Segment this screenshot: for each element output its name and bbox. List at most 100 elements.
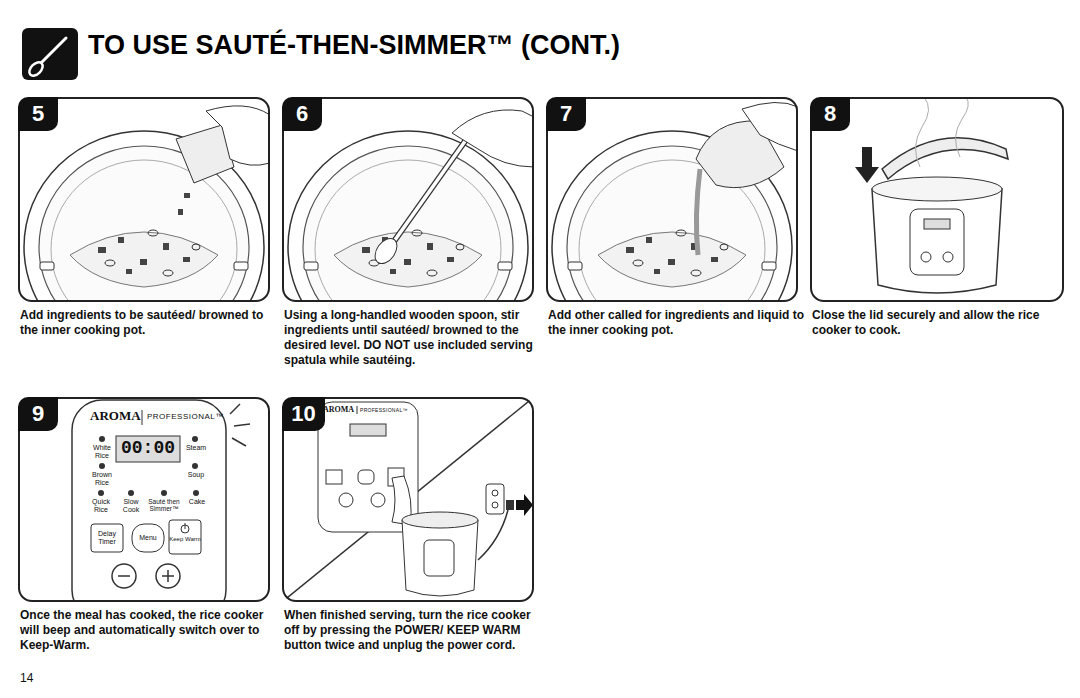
step-caption: When finished serving, turn the rice coo… [284, 608, 540, 653]
unplug-illustration [326, 470, 342, 484]
button-label: Soup [181, 471, 211, 479]
step-icon [27, 60, 45, 78]
pot-illustration [288, 110, 534, 302]
step-panel: Add other called for ingredients and liq… [546, 97, 798, 302]
unplug-illustration [402, 520, 478, 596]
unplug-illustration [282, 397, 534, 602]
button-label: Delay Timer [91, 530, 123, 545]
unplug-illustration [339, 493, 353, 507]
cooker-illustration [910, 209, 964, 275]
unplug-illustration [350, 424, 386, 436]
step-number-badge: 9 [18, 397, 58, 431]
control-panel-illustration [193, 490, 199, 496]
step-number: 9 [32, 401, 44, 427]
unplug-illustration [424, 540, 454, 576]
control-panel-illustration [192, 463, 198, 469]
pot-illustration [552, 102, 798, 302]
button-label: Sauté then Simmer™ [145, 498, 183, 512]
pot-illustration [390, 137, 468, 247]
control-panel-illustration [230, 404, 240, 414]
control-panel-illustration [234, 424, 250, 426]
step-panel: Once the meal has cooked, the rice cooke… [18, 397, 270, 602]
step-panel: Using a long-handled wooden spoon, stir … [282, 97, 534, 302]
control-panel-illustration [99, 436, 105, 442]
cooker-illustration [872, 177, 1002, 201]
control-panel-illustration [142, 410, 143, 425]
step-number: 6 [296, 101, 308, 127]
step-number: 5 [32, 101, 44, 127]
button-label: Steam [181, 444, 211, 452]
unplug-illustration [402, 512, 478, 528]
step-panel: Add ingredients to be sautéed/ browned t… [18, 97, 270, 302]
page-number: 14 [20, 672, 33, 685]
pot-illustration [24, 106, 270, 302]
pot-illustration [371, 234, 402, 267]
page-title: TO USE SAUTÉ-THEN-SIMMER™ (CONT.) [88, 30, 620, 61]
step-icon [40, 38, 66, 64]
pot-illustration [390, 137, 468, 247]
step-panel: When finished serving, turn the rice coo… [282, 397, 534, 602]
button-label: Cake [184, 498, 210, 506]
unplug-illustration [516, 494, 533, 516]
step-number: 7 [560, 101, 572, 127]
control-panel-illustration [185, 523, 186, 529]
step-number-badge: 5 [18, 97, 58, 131]
step-icon [22, 28, 78, 80]
control-panel-illustration [167, 570, 169, 582]
control-panel-illustration [132, 524, 164, 552]
step-caption: Close the lid securely and allow the ric… [812, 308, 1070, 338]
step-panel: Close the lid securely and allow the ric… [810, 97, 1064, 302]
unplug-illustration [358, 470, 374, 484]
cooker-illustration [855, 97, 1008, 293]
pot-illustration [742, 102, 798, 151]
control-panel-illustration [99, 463, 105, 469]
cooker-illustration [855, 147, 879, 183]
step-caption: Add other called for ingredients and liq… [548, 308, 804, 338]
step-number-badge: 7 [546, 97, 586, 131]
cooker-illustration [924, 219, 950, 229]
unplug-illustration [478, 510, 508, 560]
control-panel-illustration [98, 490, 104, 496]
control-panel-illustration [112, 564, 136, 588]
control-panel-illustration [118, 575, 130, 577]
button-label: Brown Rice [88, 471, 116, 486]
cooker-illustration [882, 138, 1008, 179]
unplug-illustration [506, 500, 514, 510]
step-caption: Add ingredients to be sautéed/ browned t… [20, 308, 276, 338]
cooker-illustration [955, 97, 968, 157]
cooker-illustration [921, 252, 931, 262]
step-caption: Once the meal has cooked, the rice cooke… [20, 608, 276, 653]
step-number: 8 [824, 101, 836, 127]
step-number: 10 [291, 401, 315, 427]
step-number-badge: 10 [282, 397, 325, 431]
unplug-illustration [318, 402, 418, 532]
unplug-illustration [357, 406, 358, 414]
cooker-illustration [872, 189, 1002, 293]
pot-illustration [178, 209, 183, 215]
brand-logo: AROMA [323, 406, 354, 415]
cooker-illustration [915, 97, 928, 167]
pot-illustration [452, 110, 534, 167]
step-caption: Using a long-handled wooden spoon, stir … [284, 308, 540, 368]
control-panel-illustration [116, 436, 180, 462]
unplug-illustration [492, 502, 498, 508]
control-panel-illustration [169, 520, 201, 554]
display-readout: 00:00 [116, 439, 180, 459]
control-panel-illustration [72, 400, 250, 602]
step-number-badge: 8 [810, 97, 850, 131]
unplug-illustration [371, 493, 385, 507]
control-panel-illustration [128, 490, 134, 496]
button-label: White Rice [88, 444, 116, 459]
brand-logo: AROMA [90, 409, 141, 423]
control-panel-illustration [161, 490, 167, 496]
unplug-illustration [282, 397, 534, 602]
button-label: Slow Cook [117, 498, 145, 513]
control-panel-illustration [192, 436, 198, 442]
model-name: PROFESSIONAL™ [360, 408, 408, 414]
button-label: Keep Warm [169, 536, 201, 543]
button-label: Menu [132, 534, 164, 542]
control-panel-illustration [156, 564, 180, 588]
step-number-badge: 6 [282, 97, 322, 131]
pot-illustration [184, 193, 190, 198]
